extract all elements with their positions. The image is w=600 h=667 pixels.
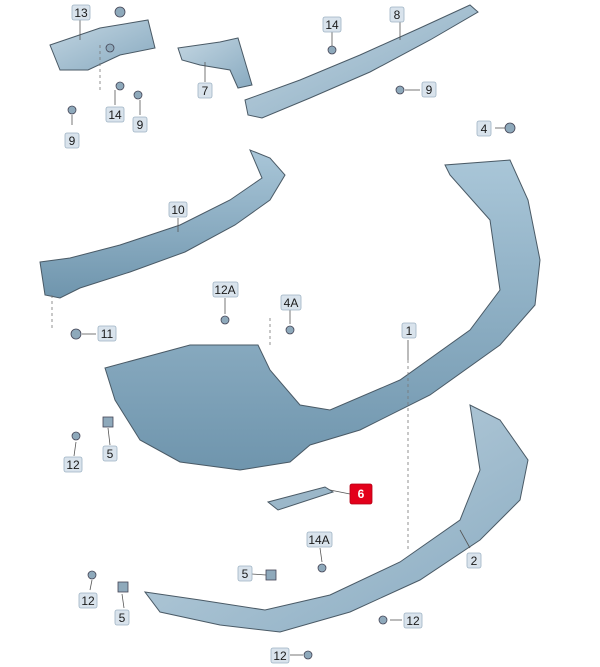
label-5-left: 5 — [102, 445, 118, 462]
label-14-top: 14 — [322, 16, 342, 33]
label-12-bottom: 12 — [270, 647, 290, 664]
svg-text:7: 7 — [202, 84, 209, 98]
fasteners — [67, 6, 516, 660]
label-9-right: 9 — [421, 81, 437, 98]
svg-text:12: 12 — [66, 458, 80, 472]
svg-text:12: 12 — [406, 614, 420, 628]
guide-strip-part-8 — [244, 4, 479, 119]
svg-text:12: 12 — [81, 594, 95, 608]
label-7: 7 — [197, 82, 213, 99]
label-11: 11 — [97, 325, 117, 342]
svg-text:2: 2 — [471, 554, 478, 568]
label-4: 4 — [476, 120, 492, 137]
svg-text:12A: 12A — [214, 283, 235, 297]
leader-lines — [71, 20, 505, 656]
svg-text:5: 5 — [107, 447, 114, 461]
label-12-bottom-left: 12 — [78, 592, 98, 609]
dashed-guides — [51, 45, 409, 550]
svg-text:4A: 4A — [284, 296, 299, 310]
label-13: 13 — [71, 4, 91, 21]
bracket-part-13 — [49, 19, 156, 71]
svg-text:9: 9 — [426, 83, 433, 97]
label-2: 2 — [466, 552, 482, 569]
label-9-left: 9 — [64, 132, 80, 149]
svg-text:12: 12 — [273, 649, 287, 663]
label-12A: 12A — [212, 281, 239, 298]
label-8: 8 — [389, 6, 405, 23]
label-14-left: 14 — [105, 106, 125, 123]
svg-text:11: 11 — [101, 327, 114, 341]
impact-beam-part-10 — [39, 149, 286, 299]
label-5-bottom: 5 — [237, 565, 253, 582]
label-4A: 4A — [280, 294, 302, 311]
svg-text:8: 8 — [394, 8, 401, 22]
label-10: 10 — [168, 201, 188, 218]
label-1: 1 — [401, 322, 417, 339]
bracket-part-7 — [177, 37, 253, 89]
diffuser-part-2 — [143, 404, 529, 633]
svg-text:9: 9 — [69, 134, 76, 148]
label-12-bottom-right: 12 — [403, 612, 423, 629]
svg-text:10: 10 — [171, 203, 185, 217]
label-6-highlighted: 6 — [349, 483, 373, 505]
svg-text:5: 5 — [119, 611, 126, 625]
svg-text:1: 1 — [406, 324, 413, 338]
label-12-left: 12 — [63, 456, 83, 473]
bumper-cover-part-1 — [104, 159, 541, 471]
svg-text:14: 14 — [325, 18, 339, 32]
svg-text:9: 9 — [137, 118, 144, 132]
svg-text:4: 4 — [481, 122, 488, 136]
label-5-lower-left: 5 — [114, 609, 130, 626]
svg-text:14: 14 — [108, 108, 122, 122]
svg-text:5: 5 — [242, 567, 249, 581]
svg-text:14A: 14A — [308, 533, 329, 547]
trim-strip-part-6 — [266, 486, 335, 511]
svg-text:13: 13 — [74, 6, 88, 20]
label-14A: 14A — [306, 531, 333, 548]
svg-text:6: 6 — [358, 487, 365, 501]
label-9-mid: 9 — [132, 116, 148, 133]
